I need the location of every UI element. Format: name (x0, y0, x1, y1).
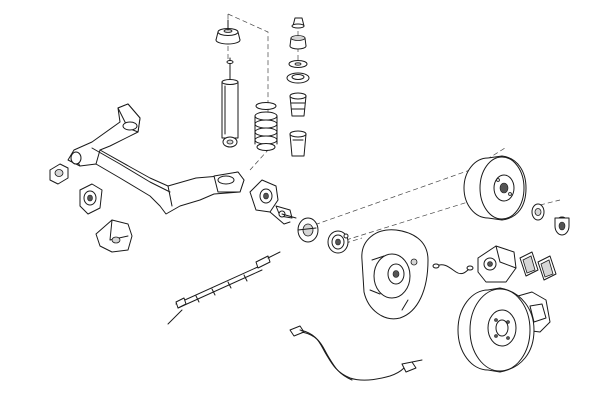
handbrake-cable (167, 251, 281, 325)
wheel-bearing (297, 217, 349, 254)
brake-caliper (477, 245, 551, 333)
drum-hub-nut (531, 203, 570, 236)
bump-stop-stack (286, 17, 310, 157)
brake-pads (519, 251, 557, 281)
axle-bushings (49, 163, 133, 253)
brake-hose (432, 263, 474, 275)
brake-backing-plate (361, 229, 429, 320)
fasteners (278, 210, 349, 239)
shock-absorber (221, 57, 239, 148)
rear-axle-beam (67, 103, 245, 215)
brake-disc (457, 287, 535, 373)
abs-sensor-cable (289, 325, 423, 381)
stub-axle-bracket (249, 179, 293, 225)
brake-drum (463, 155, 527, 221)
coil-spring (254, 102, 278, 151)
top-mount-cap (215, 19, 241, 45)
